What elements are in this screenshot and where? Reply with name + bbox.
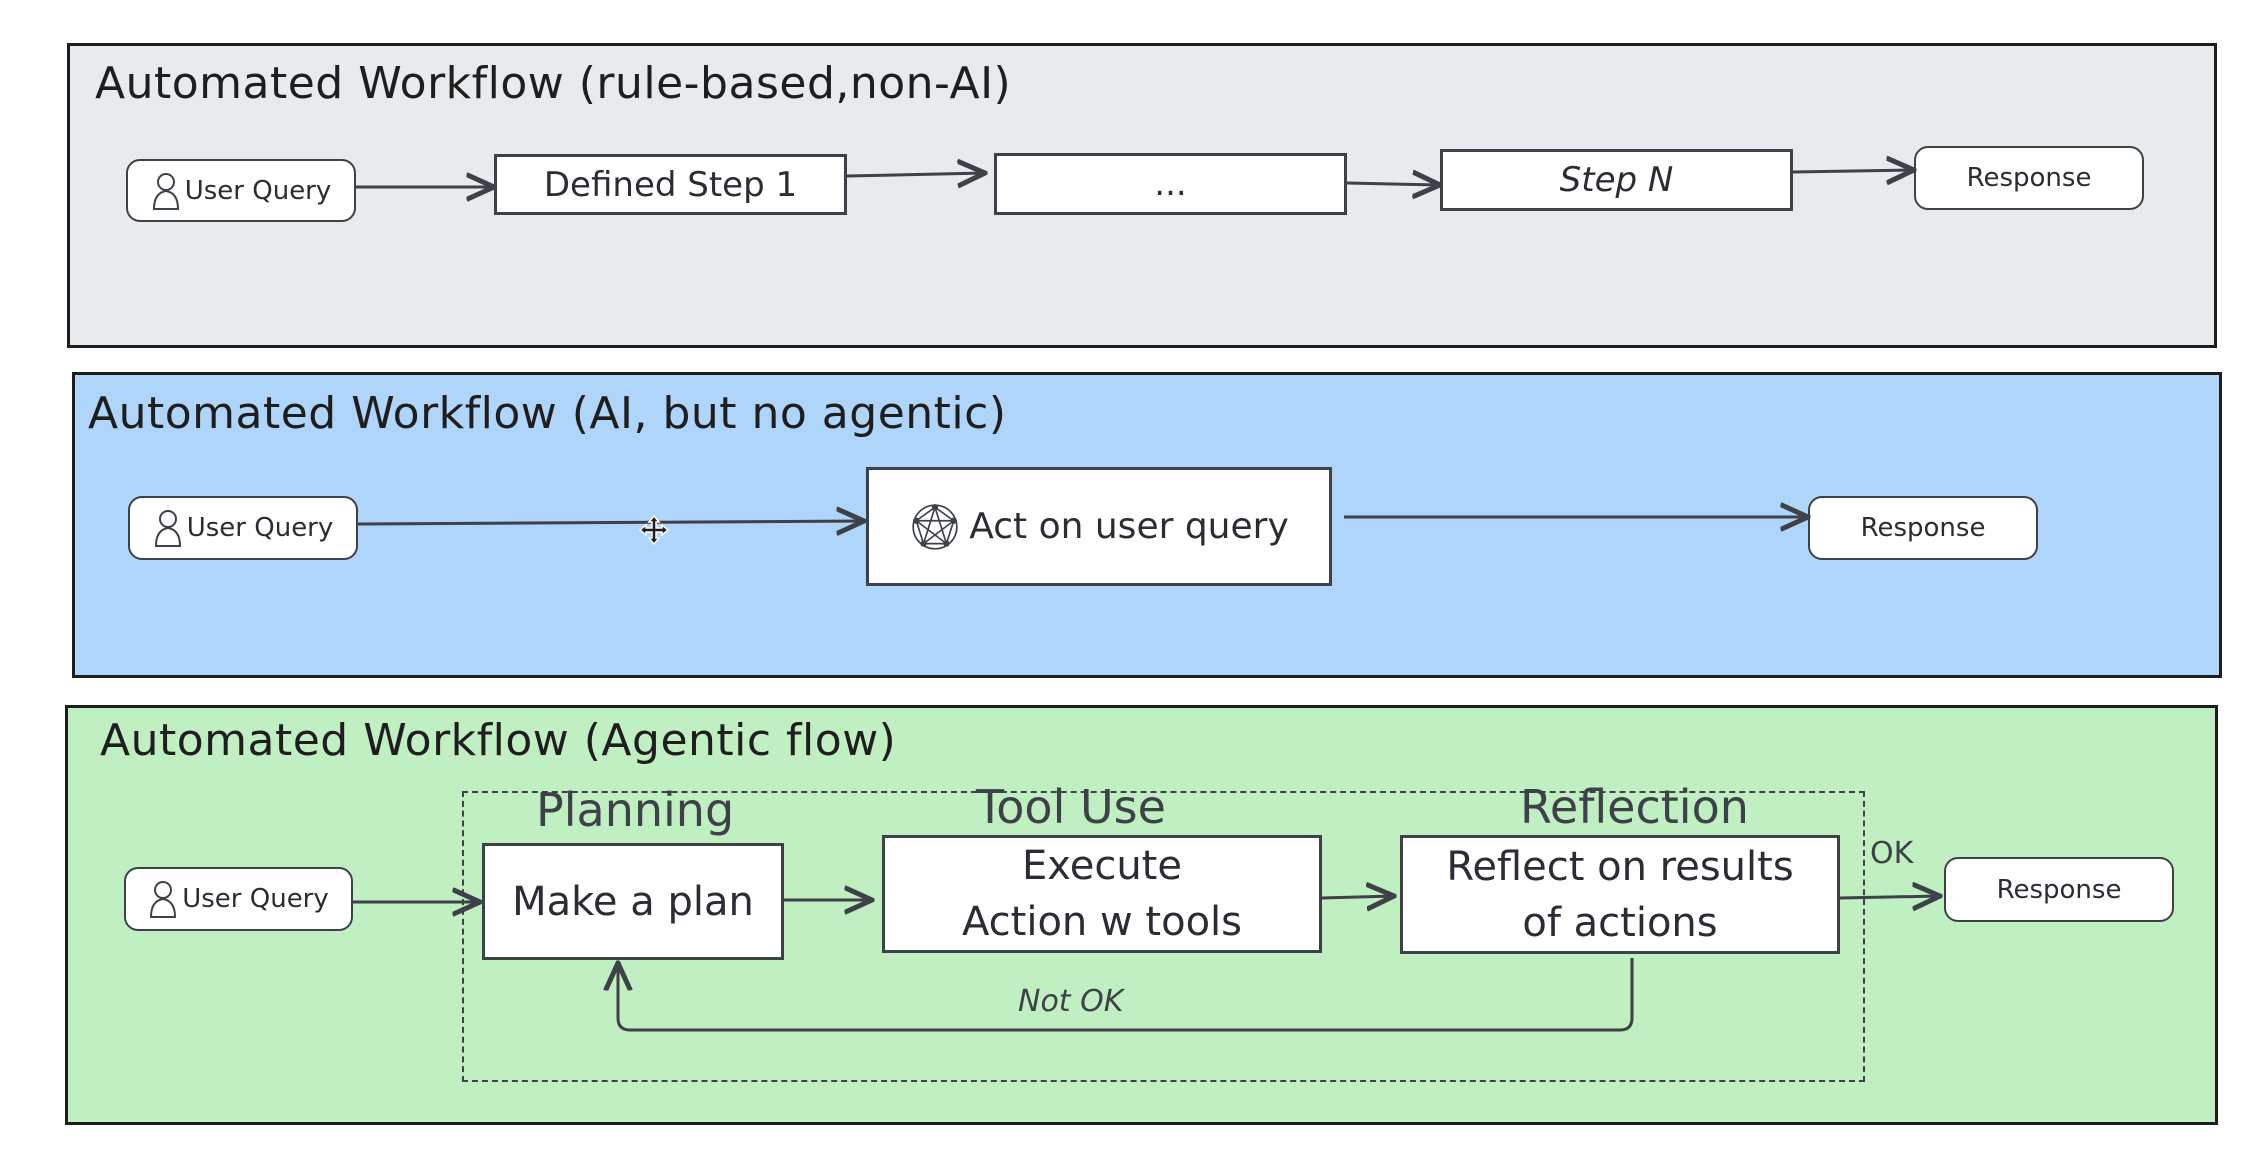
reflect-line-1: Reflect on results <box>1446 843 1794 890</box>
execute-line-2: Action w tools <box>962 899 1242 945</box>
user-icon <box>154 510 181 547</box>
response-label: Response <box>1996 874 2122 905</box>
arrow-reflect-to-response <box>1839 896 1940 898</box>
ellipsis-step-node[interactable]: ... <box>994 153 1347 215</box>
make-a-plan-node[interactable]: Make a plan <box>482 843 784 960</box>
panel-title-agentic: Automated Workflow (Agentic flow) <box>100 715 897 766</box>
step-n-node[interactable]: Step N <box>1440 149 1793 211</box>
user-query-node-2[interactable]: User Query <box>128 496 358 560</box>
user-query-node-1[interactable]: User Query <box>126 159 356 222</box>
step-n-label: Step N <box>1559 160 1674 200</box>
user-query-label: User Query <box>182 884 329 914</box>
arrow-step1-to-ellipsis <box>846 173 985 176</box>
make-a-plan-label: Make a plan <box>512 878 754 925</box>
reflect-line-2: of actions <box>1522 899 1718 946</box>
arrow-execute-to-reflect <box>1321 896 1394 898</box>
response-node-1[interactable]: Response <box>1914 146 2144 210</box>
response-node-2[interactable]: Response <box>1808 496 2038 560</box>
defined-step-1-label: Defined Step 1 <box>543 164 798 205</box>
user-icon <box>152 172 179 210</box>
panel-title-ai-non-agentic: Automated Workflow (AI, but no agentic) <box>88 388 1007 439</box>
user-query-node-3[interactable]: User Query <box>124 867 353 931</box>
tool-use-label: Tool Use <box>976 780 1166 834</box>
ai-network-icon <box>912 503 958 550</box>
arrow-stepn-to-response <box>1792 170 1914 172</box>
act-on-user-query-label: Act on user query <box>969 506 1289 547</box>
not-ok-edge-label: Not OK <box>1018 984 1124 1019</box>
arrow-not-ok-loop <box>618 958 1634 1032</box>
execute-action-node[interactable]: Execute Action w tools <box>882 835 1322 953</box>
planning-label: Planning <box>536 783 735 837</box>
response-label: Response <box>1966 163 2092 193</box>
user-icon <box>150 881 177 918</box>
ok-edge-label: OK <box>1870 836 1914 871</box>
agent-loop-frame <box>462 791 1865 1082</box>
response-label: Response <box>1860 513 1986 543</box>
move-cursor-icon <box>638 514 670 546</box>
user-query-label: User Query <box>184 175 332 206</box>
reflection-label: Reflection <box>1520 780 1749 834</box>
arrow-ellipsis-to-stepn <box>1346 183 1440 185</box>
arrow-query-to-act <box>357 521 864 524</box>
act-on-user-query-node[interactable]: Act on user query <box>866 467 1332 586</box>
response-node-3[interactable]: Response <box>1944 857 2174 922</box>
reflect-node[interactable]: Reflect on results of actions <box>1400 835 1840 954</box>
defined-step-1-node[interactable]: Defined Step 1 <box>494 154 847 215</box>
user-query-label: User Query <box>186 513 334 543</box>
panel-title-rule-based: Automated Workflow (rule-based,non-AI) <box>95 58 1012 109</box>
execute-line-1: Execute <box>1022 843 1182 889</box>
ellipsis-label: ... <box>1154 164 1187 204</box>
